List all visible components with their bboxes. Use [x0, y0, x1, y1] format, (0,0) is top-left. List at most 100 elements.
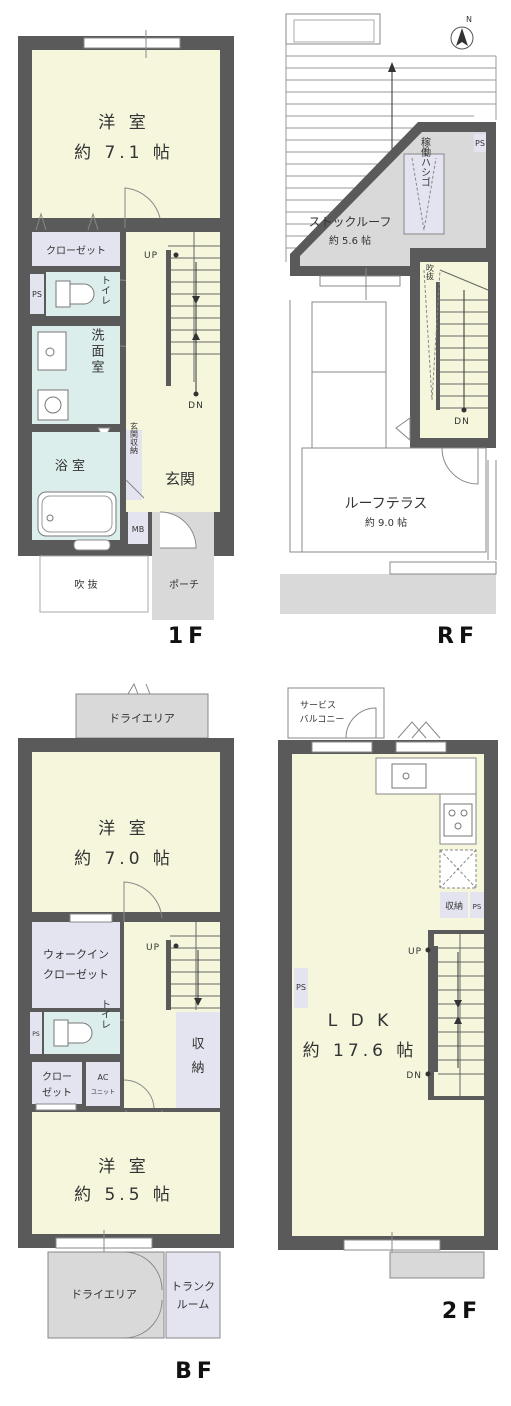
bf-dry-area-bottom-label: ドライエリア [71, 1288, 137, 1301]
bf-western-room-2-size: 約 5.5 帖 [74, 1185, 174, 1205]
bathtub-icon [37, 491, 117, 537]
f1-closet-label: クローゼット [46, 245, 106, 257]
f1-western-room-size: 約 7.1 帖 [74, 143, 174, 163]
bf-trunk-room-label-2: ルーム [177, 1298, 210, 1311]
toilet-icon [55, 280, 71, 308]
f1-mb-label: MB [132, 525, 144, 534]
f2-ldk-name: L D K [328, 1011, 393, 1031]
f2-service-balcony-label-2: バルコニー [300, 714, 345, 725]
bf-closet-label-2: ゼット [42, 1087, 72, 1099]
rf-stair-hall [420, 262, 488, 438]
f2-ps-left-label: PS [296, 983, 306, 992]
toilet-icon [53, 1019, 69, 1047]
f2-service-balcony-label-1: サービス [300, 700, 336, 711]
f1-bath-label: 浴 室 [55, 458, 85, 474]
floor-1f: 洋 室 約 7.1 帖 クローゼット PS トイレ 洗面室 浴 室 [18, 30, 234, 649]
f1-stair-up-label: UP [144, 251, 158, 261]
f1-void [39, 555, 149, 613]
bf-trunk-room-label-1: トランク [171, 1280, 215, 1293]
f1-floor-label: 1F [168, 624, 208, 649]
f1-western-room-name: 洋 室 [98, 113, 149, 133]
f1-ps [30, 274, 44, 314]
f1-porch-label: ポーチ [169, 579, 199, 591]
f1-door-swing [124, 187, 161, 228]
floor-2f: サービス バルコニー 収納 PS PS [278, 687, 498, 1324]
f1-western-room [32, 50, 220, 218]
bf-western-room-1-name: 洋 室 [98, 819, 149, 839]
bf-ps-label: PS [32, 1031, 40, 1038]
rf-louvers [285, 44, 497, 262]
f2-service-balcony [287, 687, 385, 739]
f1-toilet-label: トイレ [99, 275, 111, 305]
rf-stair-dn-label: DN [454, 417, 470, 427]
f2-storage [440, 892, 468, 918]
f1-window-top [83, 37, 181, 49]
compass-north-label: N [466, 15, 472, 24]
f2-ldk-size: 約 17.6 帖 [303, 1041, 418, 1061]
bf-closet-label-1: クロー [42, 1071, 72, 1083]
f2-ps-right [470, 892, 484, 918]
f2-ps-right-label: PS [473, 903, 482, 911]
floor-bf: ドライエリア 洋 室 約 7.0 帖 ウォークイン クローゼット PS トイレ … [18, 682, 234, 1384]
bf-floor-label: BF [175, 1359, 217, 1384]
rf-window [319, 275, 401, 287]
rf-stock-roof-name: ストックルーフ [309, 215, 392, 229]
f2-stair-dn-label: DN [406, 1071, 422, 1081]
f1-stair-dn-label: DN [188, 401, 204, 411]
bf-dry-area-bottom [47, 1251, 165, 1339]
f1-void-label: 吹 抜 [74, 578, 97, 591]
rf-terrace-outline [289, 300, 497, 560]
rf-stock-roof-size: 約 5.6 帖 [329, 234, 371, 247]
sink-icon [37, 331, 67, 371]
rf-terrace-name: ルーフテラス [345, 496, 428, 512]
bf-wic [32, 922, 120, 1008]
f2-ps-left [294, 968, 308, 1008]
bf-western-room-1 [32, 752, 220, 912]
rf-void-label: 吹抜 [426, 263, 435, 281]
floor-rf: N PS 稼働ハシゴ ストックルーフ 約 5.6 帖 [280, 13, 497, 649]
washer-icon [37, 389, 69, 421]
rf-floor-label: RF [437, 624, 479, 649]
bf-toilet-label: トイレ [99, 999, 111, 1029]
f1-closet [32, 232, 120, 266]
stove-icon [443, 803, 473, 837]
f2-floor-label: 2F [442, 1299, 482, 1324]
bf-western-room-2 [32, 1112, 220, 1234]
rf-ladder-label: 稼働ハシゴ [419, 137, 431, 187]
bf-trunk-room [165, 1251, 221, 1339]
bf-closet [32, 1062, 82, 1104]
f2-stairs [434, 934, 484, 1096]
bf-dry-area-top-label: ドライエリア [109, 712, 175, 725]
rf-ps-label: PS [475, 139, 485, 148]
bf-western-room-2-name: 洋 室 [98, 1157, 149, 1177]
f1-ps-label: PS [32, 290, 42, 299]
bf-western-room-1-size: 約 7.0 帖 [74, 849, 174, 869]
rf-ladder [403, 153, 445, 235]
bf-storage-label-1: 収 [191, 1037, 204, 1052]
bf-wic-label-1: ウォークイン [43, 948, 109, 961]
rf-terrace-size: 約 9.0 帖 [365, 516, 407, 529]
bf-dry-area-top [75, 693, 209, 739]
f2-storage-label: 収納 [445, 900, 463, 912]
bf-storage [176, 1012, 220, 1108]
bf-stair-up-label: UP [146, 943, 160, 953]
f1-washroom-label: 洗面室 [89, 328, 105, 376]
f2-stair-treads [438, 934, 484, 1096]
bf-storage-label-2: 納 [191, 1061, 204, 1076]
f1-stair-treads [168, 232, 220, 382]
f2-stair-up-label: UP [408, 947, 422, 957]
bf-ps [30, 1012, 42, 1054]
f1-storage-label: 玄関収納 [130, 421, 139, 455]
f1-entrance-label: 玄関 [165, 470, 195, 488]
f1-storage [126, 430, 142, 500]
bf-wic-label-2: クローゼット [43, 968, 109, 981]
bf-stair-treads [170, 922, 220, 1010]
bf-ac-label-1: AC [98, 1073, 109, 1082]
rf-ground-area [280, 574, 496, 614]
rf-ps [474, 134, 486, 152]
rf-top-structure [285, 13, 381, 45]
f2-balcony [389, 1251, 485, 1279]
bf-ac-unit [86, 1062, 120, 1106]
bf-ac-label-2: ユニット [91, 1089, 115, 1096]
